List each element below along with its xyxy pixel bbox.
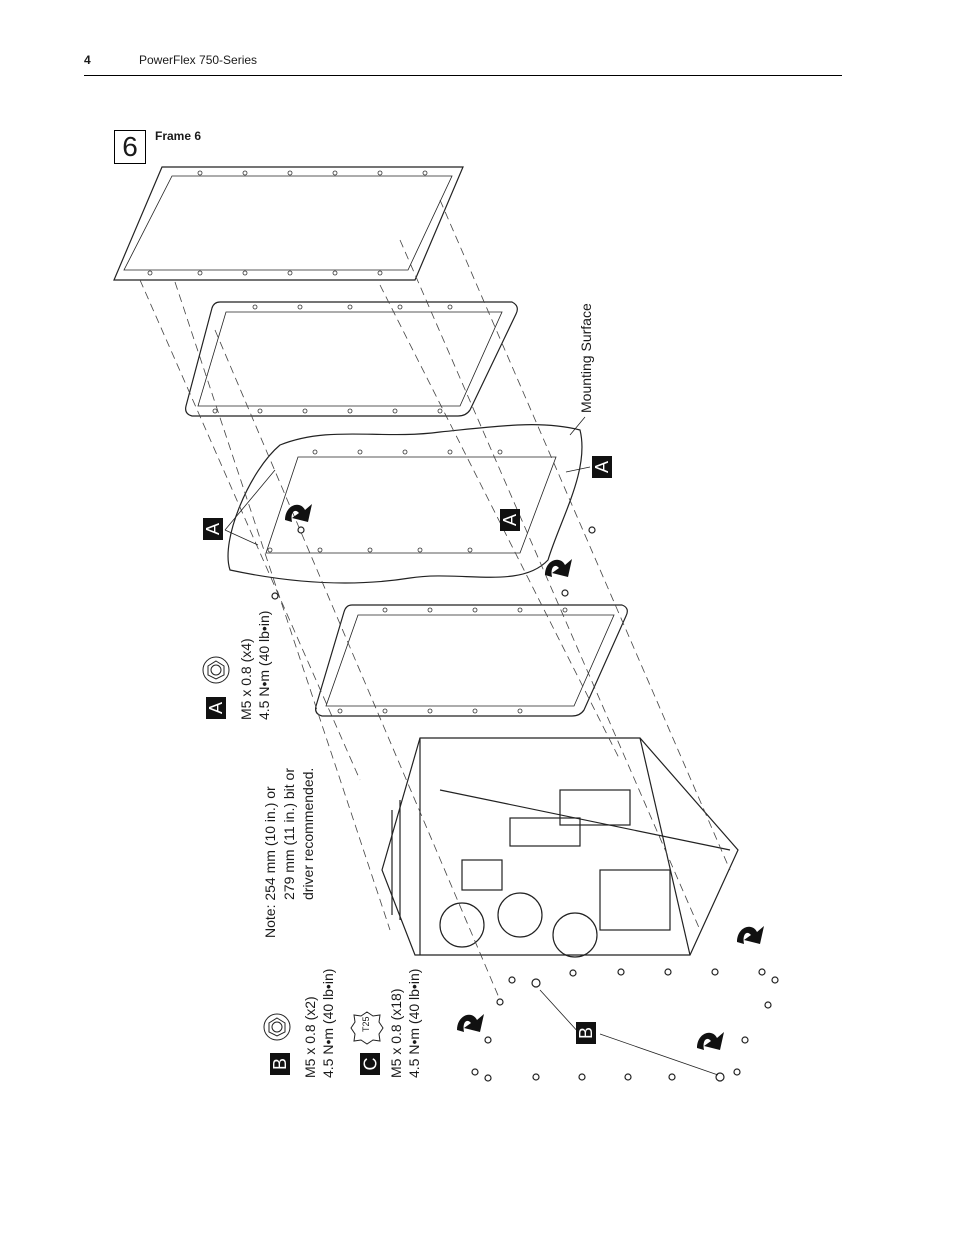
fastener-a-key: A bbox=[206, 697, 226, 719]
lower-gasket bbox=[315, 604, 628, 717]
mounting-surface-label: Mounting Surface bbox=[578, 303, 594, 413]
fastener-a-spec: M5 x 0.8 (x4) bbox=[238, 638, 254, 720]
frame-title: Frame 6 bbox=[155, 129, 202, 143]
header-rule bbox=[84, 75, 842, 76]
fastener-c-spec: M5 x 0.8 (x18) bbox=[388, 988, 404, 1078]
fastener-b-spec: M5 x 0.8 (x2) bbox=[302, 996, 318, 1078]
note-line-2: 279 mm (11 in.) bit or bbox=[281, 767, 297, 900]
screw-b bbox=[715, 1072, 725, 1082]
frame-number-box: 6 bbox=[114, 130, 146, 164]
drive-body bbox=[381, 737, 739, 958]
callout-b: B bbox=[576, 1022, 596, 1044]
callout-a-center: A bbox=[500, 509, 520, 531]
page-number: 4 bbox=[84, 53, 91, 67]
note-line-1: Note: 254 mm (10 in.) or bbox=[262, 786, 278, 938]
upper-gasket bbox=[185, 301, 518, 417]
mounting-holes bbox=[147, 170, 568, 714]
fastener-c-torque: 4.5 N•m (40 lb•in) bbox=[406, 968, 422, 1078]
mounting-surface bbox=[227, 424, 583, 584]
flange-plate bbox=[113, 166, 464, 281]
fastener-icons bbox=[202, 656, 384, 1045]
screws bbox=[271, 526, 779, 1082]
torque-arrows bbox=[285, 504, 764, 1050]
document-title: PowerFlex 750-Series bbox=[139, 53, 258, 67]
fastener-b-torque: 4.5 N•m (40 lb•in) bbox=[320, 968, 336, 1078]
callout-a-left: A bbox=[203, 518, 223, 540]
leader-lines bbox=[224, 416, 719, 1076]
fastener-b-key: B bbox=[270, 1053, 290, 1075]
fastener-c-key: C bbox=[360, 1053, 380, 1075]
alignment-lines bbox=[139, 199, 731, 1001]
screw-b bbox=[531, 978, 541, 988]
callout-a-right: A bbox=[592, 456, 612, 478]
fastener-a-torque: 4.5 N•m (40 lb•in) bbox=[256, 610, 272, 720]
t25-bit-label: T25 bbox=[361, 1016, 371, 1032]
note-line-3: driver recommended. bbox=[300, 767, 316, 900]
